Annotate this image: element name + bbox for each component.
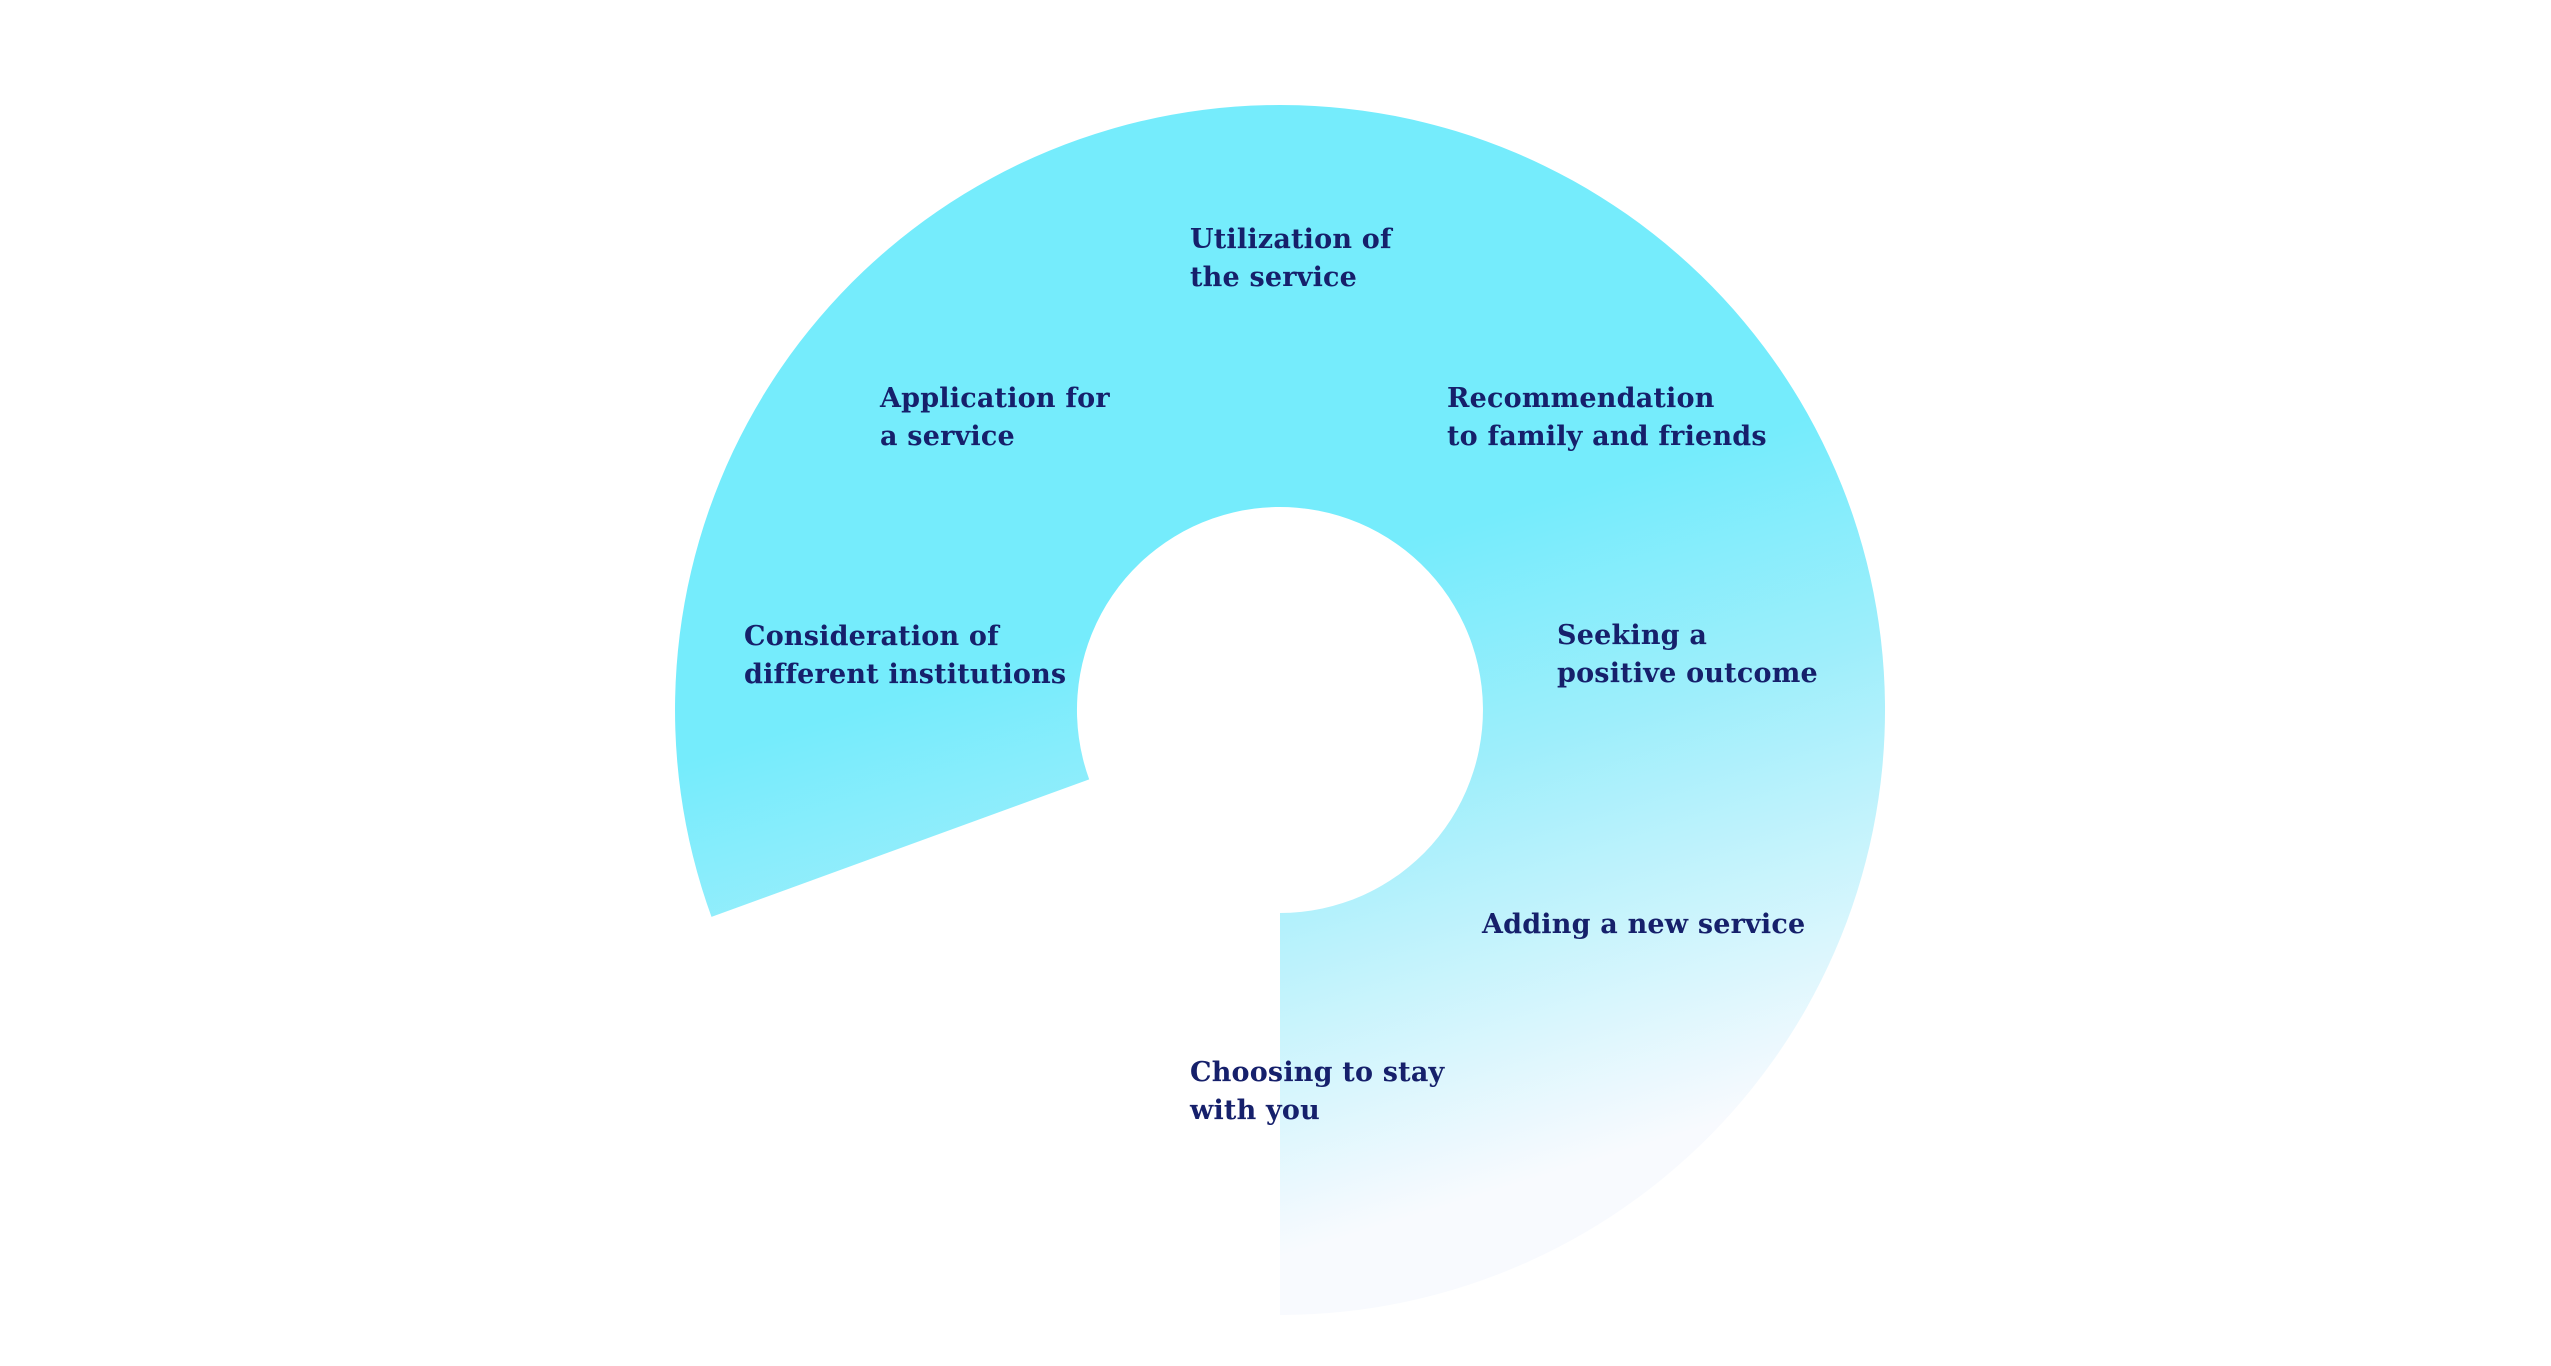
stage-label-seeking-outcome: Seeking a positive outcome xyxy=(1557,617,1818,693)
stage-label-line: Adding a new service xyxy=(1482,909,1806,940)
stage-label-recommendation: Recommendation to family and friends xyxy=(1447,380,1767,456)
stage-label-line: Choosing to stay xyxy=(1190,1057,1445,1088)
stage-label-line: Recommendation xyxy=(1447,383,1715,414)
stage-label-choosing-to-stay: Choosing to stay with you xyxy=(1190,1054,1444,1130)
stage-label-line: to family and friends xyxy=(1447,421,1767,452)
stage-label-adding-service: Adding a new service xyxy=(1482,906,1805,944)
stage-label-application: Application for a service xyxy=(880,380,1110,456)
stage-label-line: a service xyxy=(880,421,1015,452)
journey-ring xyxy=(675,105,1886,1316)
stage-label-line: the service xyxy=(1190,262,1358,293)
stage-label-line: Application for xyxy=(880,383,1110,414)
stage-label-consideration: Consideration of different institutions xyxy=(744,618,1066,694)
stage-label-line: Utilization of xyxy=(1190,224,1392,255)
stage-label-line: with you xyxy=(1190,1095,1320,1126)
stage-label-line: different institutions xyxy=(744,659,1067,690)
stage-label-line: Seeking a xyxy=(1557,620,1708,651)
stage-label-utilization: Utilization of the service xyxy=(1190,221,1392,297)
stage-label-line: Consideration of xyxy=(744,621,999,652)
stage-label-line: positive outcome xyxy=(1557,658,1818,689)
